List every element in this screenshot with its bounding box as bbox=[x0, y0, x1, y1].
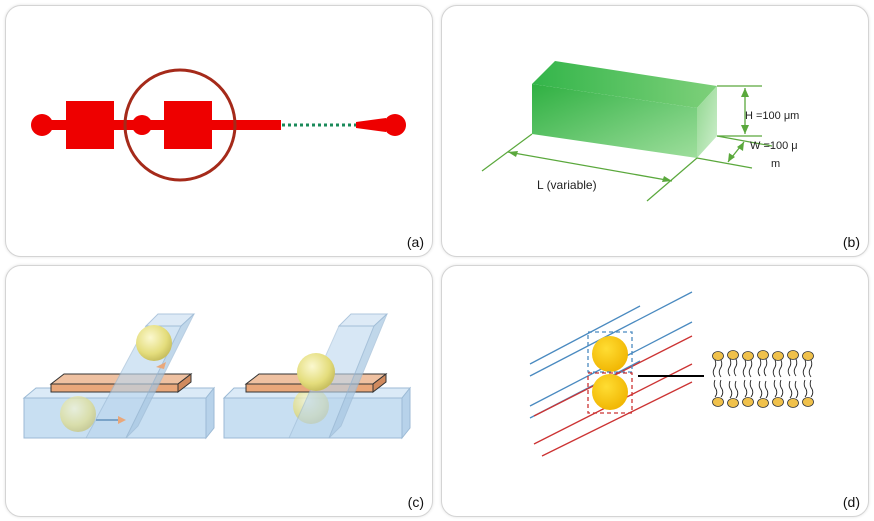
highlight-circle bbox=[123, 68, 237, 182]
trap-schematic bbox=[31, 68, 406, 182]
box-front-face bbox=[532, 84, 697, 158]
panel-c: (c) bbox=[5, 265, 433, 517]
chamber-1 bbox=[66, 101, 114, 149]
box-side-face bbox=[697, 86, 717, 158]
panel-label-b: (b) bbox=[842, 234, 860, 250]
taper bbox=[356, 118, 386, 132]
chamber-2 bbox=[164, 101, 212, 149]
droplet-bilayer-diagram bbox=[529, 291, 814, 457]
box-top-face bbox=[532, 61, 717, 108]
width-label-line1: W =100 μ bbox=[750, 140, 798, 152]
lipid-bilayer bbox=[712, 350, 814, 408]
height-label: H =100 μm bbox=[745, 110, 800, 122]
outlet-pad bbox=[384, 114, 406, 136]
panel-b: H =100 μm W =100 μ m L (variable) (b) bbox=[441, 5, 869, 257]
panel-a: (a) bbox=[5, 5, 433, 257]
diagram-right bbox=[222, 313, 412, 440]
length-label: L (variable) bbox=[537, 178, 597, 192]
droplet-bottom bbox=[592, 374, 628, 410]
trap-pad bbox=[132, 115, 152, 135]
width-label-line2: m bbox=[771, 158, 781, 170]
panel-label-c: (c) bbox=[407, 494, 424, 510]
droplet-top bbox=[592, 336, 628, 372]
panel-d: (d) bbox=[441, 265, 869, 517]
electrode-crossing-diagrams bbox=[22, 313, 412, 440]
panel-label-d: (d) bbox=[842, 494, 860, 510]
inlet-pad bbox=[31, 114, 53, 136]
panel-label-a: (a) bbox=[406, 234, 424, 250]
length-dimension-line bbox=[507, 151, 673, 182]
channel-3d-box bbox=[481, 61, 773, 202]
channel-bar bbox=[36, 120, 281, 130]
diagram-left bbox=[22, 313, 216, 440]
